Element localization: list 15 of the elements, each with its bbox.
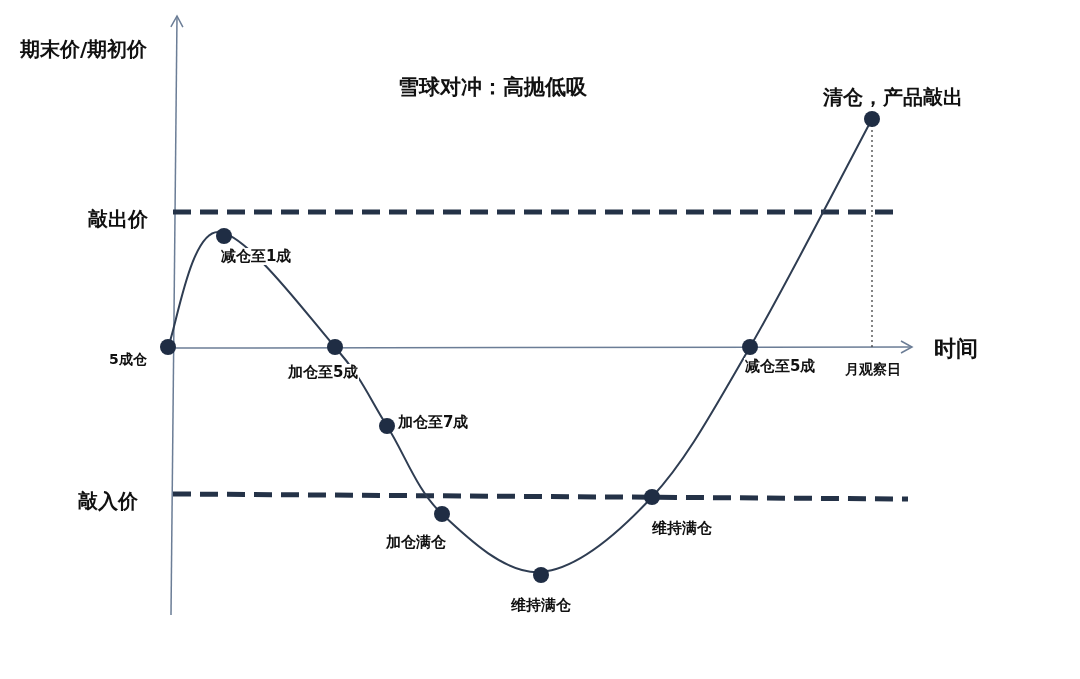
axis-title: 时间 <box>934 337 978 362</box>
point-label: 加仓至7成 <box>397 414 470 431</box>
point-label: 维持满仓 <box>651 520 713 537</box>
chart-title: 雪球对冲：高抛低吸 <box>398 76 587 100</box>
point-label: 加仓至5成 <box>287 364 360 381</box>
point-label: 5成仓 <box>108 352 148 368</box>
point-label: 减仓至1成 <box>220 248 293 265</box>
level-label: 敲入价 <box>78 490 138 512</box>
point-label: 减仓至5成 <box>744 358 817 375</box>
axis-title: 期末价/期初价 <box>20 38 148 60</box>
point-label: 清仓，产品敲出 <box>822 86 964 108</box>
level-label: 敲出价 <box>88 208 148 230</box>
point-label: 加仓满仓 <box>385 534 447 551</box>
tick-label: 月观察日 <box>845 362 901 378</box>
point-label: 维持满仓 <box>510 597 572 614</box>
